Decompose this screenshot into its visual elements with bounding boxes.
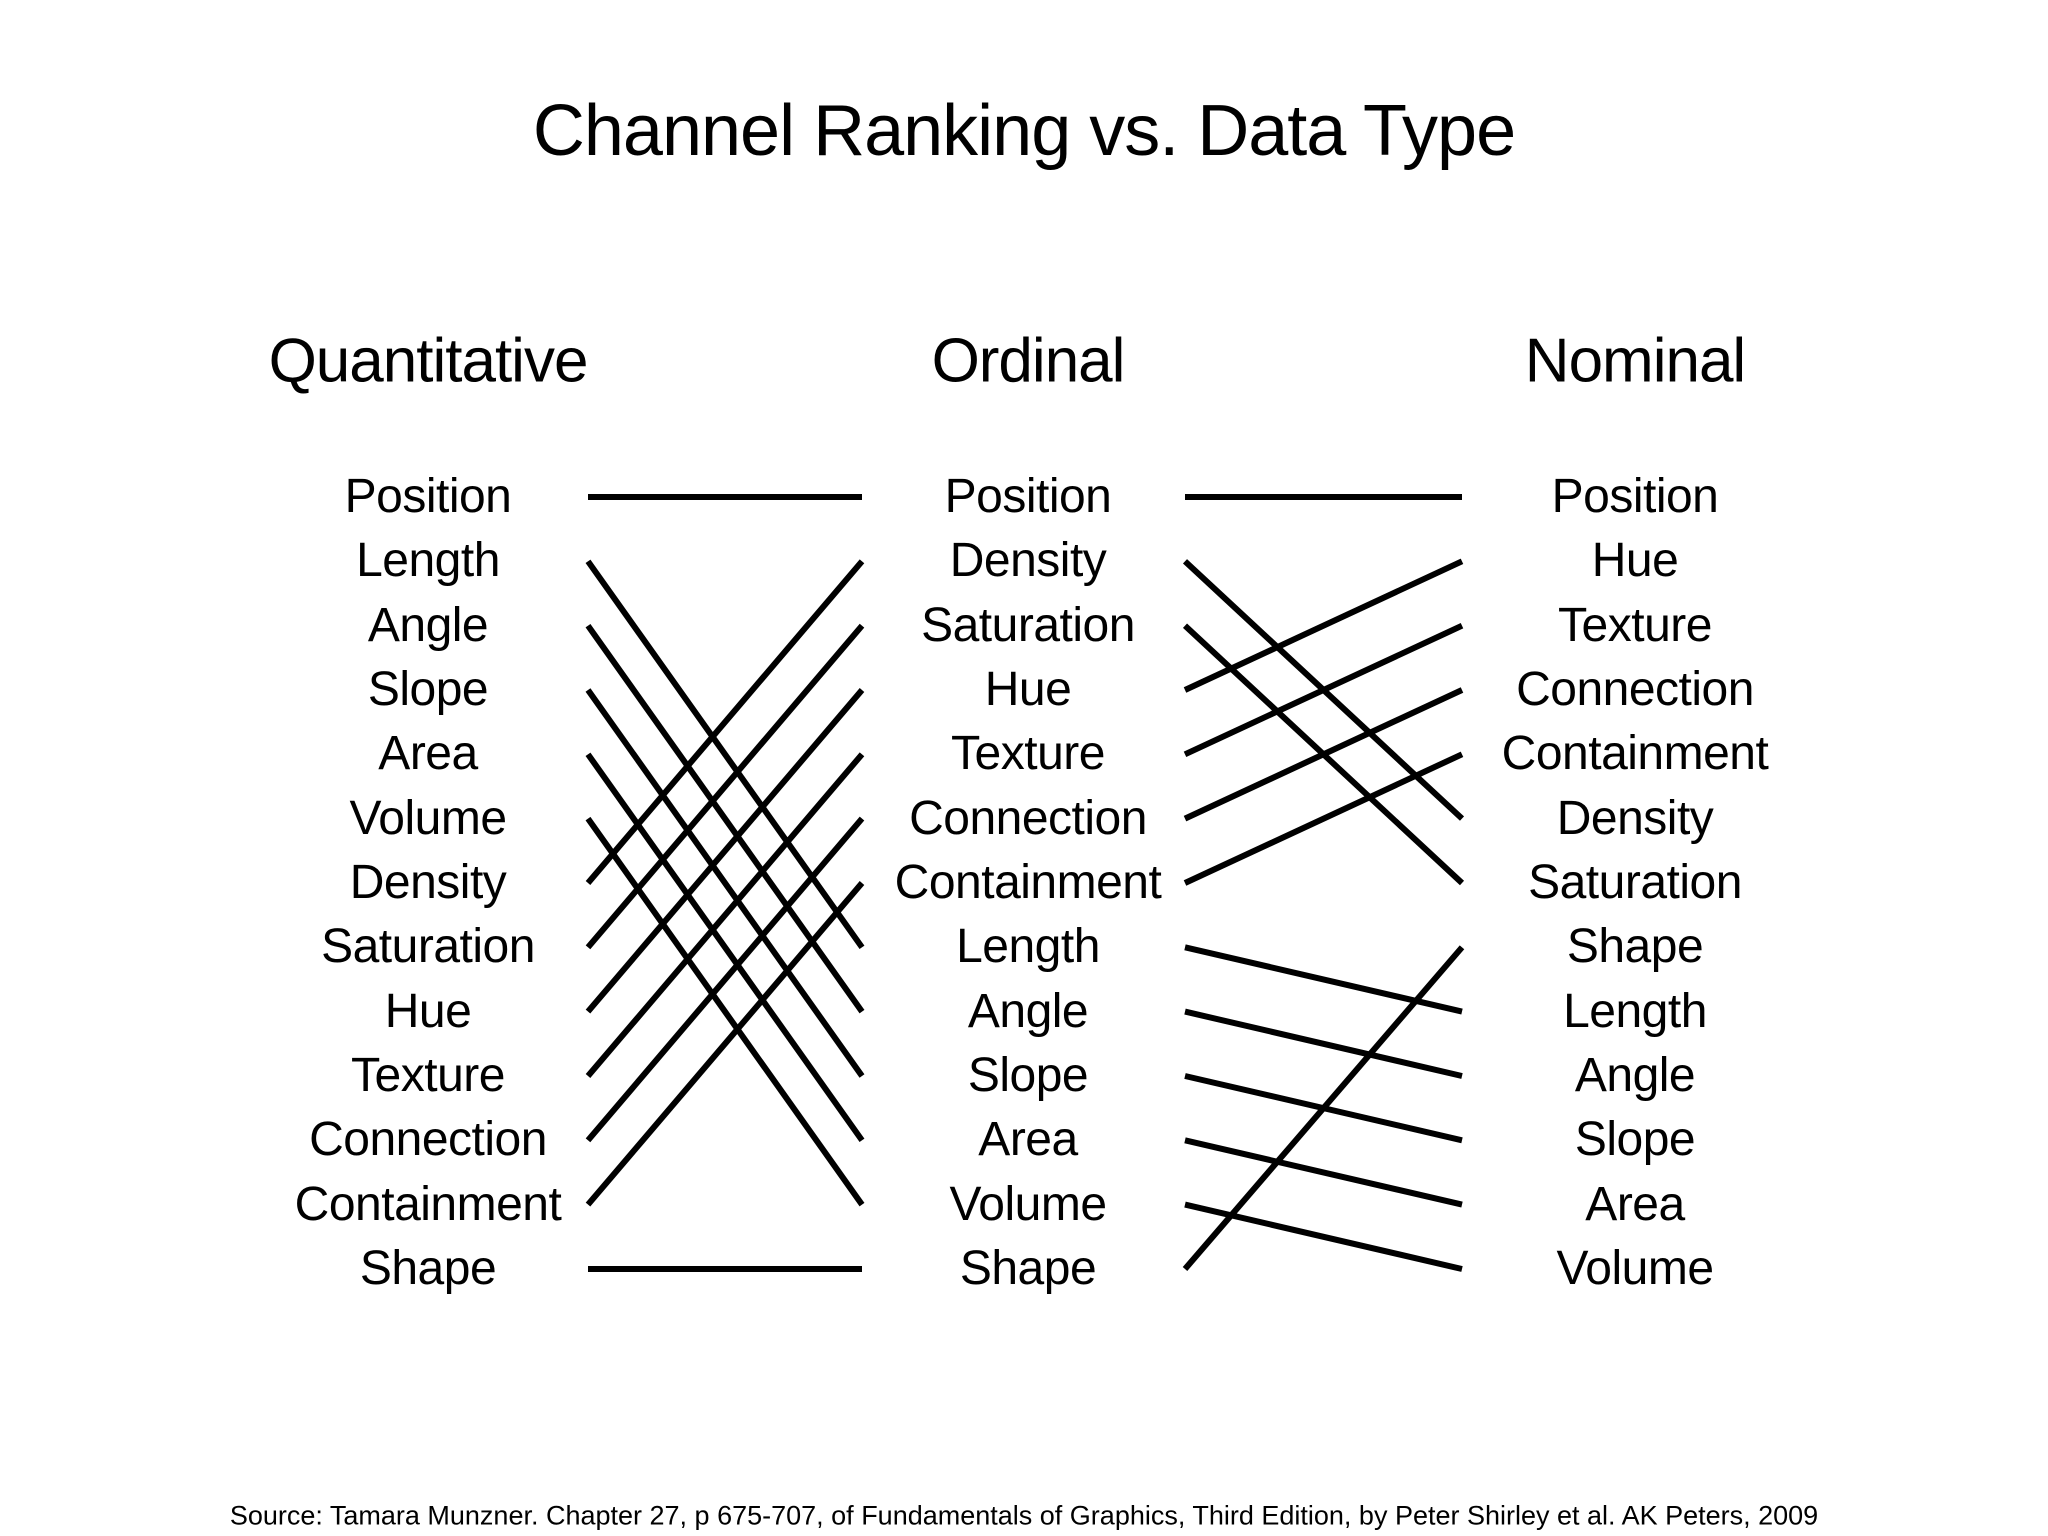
channel-label: Position bbox=[1551, 470, 1719, 523]
channel-label: Saturation bbox=[1528, 855, 1742, 909]
channel-label: Slope bbox=[967, 1048, 1089, 1102]
channel-label: Density bbox=[1556, 791, 1714, 845]
connector-line bbox=[1182, 945, 1465, 1271]
column-header-ordinal: Ordinal bbox=[931, 326, 1126, 396]
channel-label: Volume bbox=[949, 1177, 1107, 1231]
channel-label: Slope bbox=[367, 662, 489, 716]
connector-line bbox=[585, 688, 865, 1014]
channel-label: Texture bbox=[351, 1048, 505, 1102]
connector-line bbox=[585, 752, 865, 1078]
channel-label: Shape bbox=[359, 1241, 497, 1295]
channel-label: Length bbox=[1563, 984, 1707, 1038]
channel-label: Texture bbox=[1558, 598, 1712, 652]
channel-label: Connection bbox=[909, 791, 1147, 845]
connector-line bbox=[1183, 558, 1464, 693]
channel-label: Shape bbox=[959, 1241, 1097, 1295]
connector-line bbox=[585, 559, 865, 950]
connector-line bbox=[585, 688, 865, 1078]
connector-line bbox=[585, 816, 865, 1143]
column-header-quantitative: Quantitative bbox=[268, 326, 589, 396]
channel-label: Area bbox=[1585, 1177, 1685, 1231]
connector-line bbox=[585, 623, 865, 950]
column-header-nominal: Nominal bbox=[1524, 326, 1746, 396]
channel-label: Texture bbox=[951, 727, 1105, 781]
connector-line bbox=[1184, 1008, 1463, 1079]
channel-label: Angle bbox=[1574, 1048, 1696, 1102]
channel-label: Saturation bbox=[321, 920, 535, 974]
connector-line bbox=[1184, 1137, 1463, 1208]
connector-line bbox=[585, 881, 865, 1207]
channel-label: Angle bbox=[367, 598, 489, 652]
channel-label: Density bbox=[349, 855, 507, 909]
channel-label: Volume bbox=[349, 791, 507, 845]
channel-label: Containment bbox=[1501, 727, 1769, 781]
channel-label: Angle bbox=[967, 984, 1089, 1038]
channel-label: Area bbox=[378, 727, 478, 781]
channel-label: Containment bbox=[294, 1177, 562, 1231]
channel-label: Hue bbox=[984, 662, 1072, 716]
connector-line bbox=[585, 816, 865, 1207]
channel-label: Volume bbox=[1556, 1241, 1714, 1295]
connector-line bbox=[1183, 687, 1464, 822]
connector-line bbox=[1183, 622, 1464, 758]
channel-label: Hue bbox=[1591, 534, 1679, 588]
connector-line bbox=[1183, 751, 1464, 886]
channel-label: Saturation bbox=[921, 598, 1135, 652]
connector-line bbox=[585, 752, 865, 1143]
channel-label: Shape bbox=[1566, 920, 1704, 974]
page-title: Channel Ranking vs. Data Type bbox=[532, 91, 1516, 171]
channel-label: Length bbox=[956, 920, 1100, 974]
channel-label: Density bbox=[949, 534, 1107, 588]
connector-line bbox=[585, 623, 865, 1014]
channel-label: Position bbox=[944, 470, 1112, 523]
connector-line bbox=[585, 559, 865, 885]
channel-label: Slope bbox=[1574, 1113, 1696, 1167]
source-citation: Source: Tamara Munzner. Chapter 27, p 67… bbox=[229, 1500, 1819, 1531]
channel-label: Area bbox=[978, 1113, 1078, 1167]
channel-label: Containment bbox=[894, 855, 1162, 909]
channel-label: Connection bbox=[309, 1113, 547, 1167]
channel-label: Position bbox=[344, 470, 512, 523]
channel-label: Hue bbox=[384, 984, 472, 1038]
channel-label: Connection bbox=[1516, 662, 1754, 716]
channel-label: Length bbox=[356, 534, 500, 588]
